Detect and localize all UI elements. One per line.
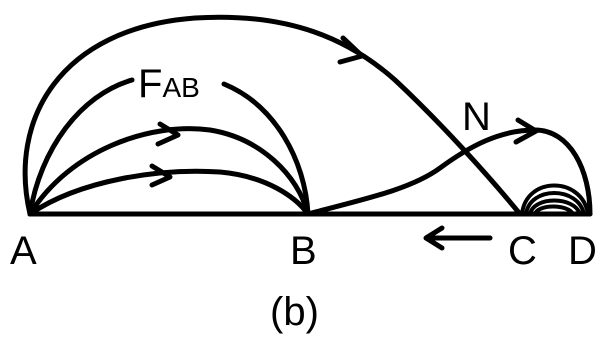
middle-arc-arrow — [155, 121, 181, 147]
fab-curve-right — [221, 81, 311, 217]
point-label-a: A — [10, 229, 37, 273]
left-arrow-head — [423, 225, 445, 251]
point-label-c: C — [508, 229, 537, 273]
figure-caption: (b) — [270, 290, 319, 334]
point-label-b: B — [290, 229, 317, 273]
n-curve-b-to-d — [305, 127, 593, 217]
label-f-ab: FAB — [138, 62, 200, 106]
label-f-sub: AB — [162, 72, 199, 103]
fab-curve-left — [27, 77, 135, 217]
small-arc-3 — [528, 198, 582, 216]
point-label-d: D — [568, 229, 597, 273]
small-arc-1 — [520, 183, 590, 216]
small-arc-2 — [524, 191, 586, 216]
middle-arc-a-to-b — [27, 126, 311, 217]
label-f-main: F — [138, 62, 162, 106]
outer-curve-arrow — [337, 35, 365, 65]
outer-curve-a-to-c — [22, 14, 523, 217]
n-curve-arrow — [513, 117, 539, 145]
lower-arc-a-to-b — [27, 168, 311, 217]
small-arc-4 — [533, 204, 575, 216]
lower-arc-arrow — [149, 163, 173, 188]
label-n: N — [462, 95, 491, 139]
